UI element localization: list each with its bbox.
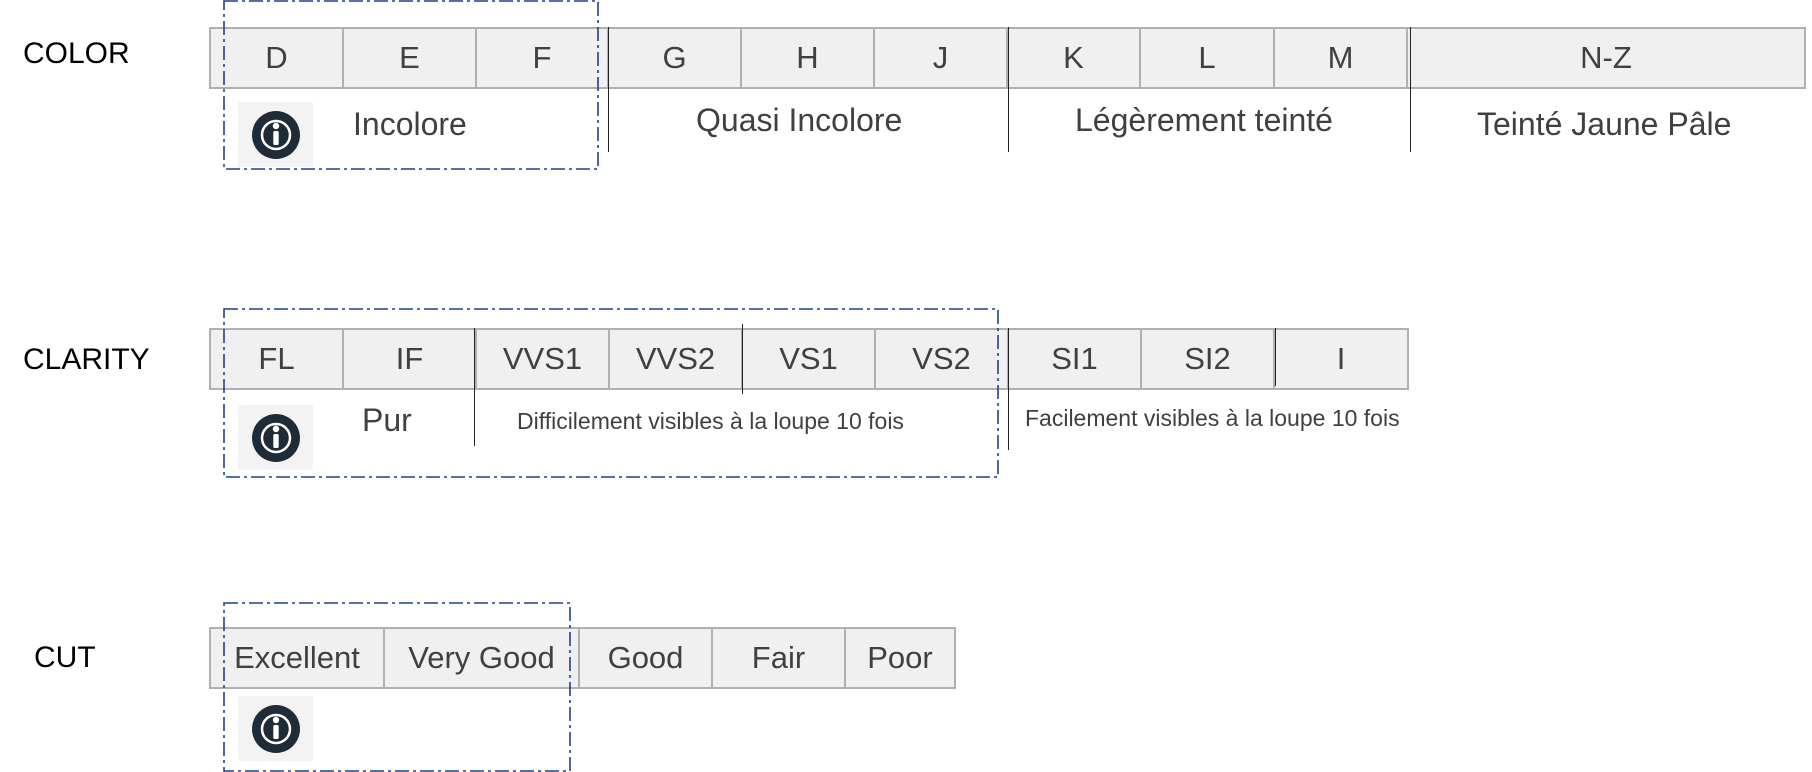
clarity-grade-si2: SI2 (1140, 328, 1275, 390)
clarity-grade-vs1: VS1 (741, 328, 876, 390)
color-row-label: COLOR (23, 37, 130, 70)
clarity-grade-fl: FL (209, 328, 344, 390)
clarity-divider-2 (742, 324, 743, 394)
cut-row-label: CUT (34, 641, 96, 674)
cut-grade-poor: Poor (844, 627, 956, 689)
cut-grade-good: Good (578, 627, 713, 689)
clarity-grade-i: I (1273, 328, 1409, 390)
color-divider-2 (1008, 27, 1009, 152)
color-grade-m: M (1273, 27, 1408, 89)
color-info-badge (238, 102, 313, 167)
color-divider-1 (608, 27, 609, 152)
cut-grade-very-good: Very Good (383, 627, 580, 689)
color-group-incolore: Incolore (353, 106, 467, 142)
clarity-divider-4 (1275, 328, 1276, 386)
clarity-divider-3 (1008, 328, 1009, 450)
color-grade-n-z: N-Z (1406, 27, 1806, 89)
info-person-icon (251, 704, 300, 753)
clarity-group-difficilement: Difficilement visibles à la loupe 10 foi… (517, 408, 904, 434)
cut-scale: Excellent Very Good Good Fair Poor (209, 627, 956, 689)
color-grade-f: F (475, 27, 609, 89)
color-grade-l: L (1139, 27, 1275, 89)
clarity-group-pur: Pur (362, 402, 412, 438)
color-grade-d: D (209, 27, 344, 89)
color-divider-3 (1410, 27, 1411, 152)
color-grade-e: E (342, 27, 477, 89)
clarity-grade-vvs1: VVS1 (475, 328, 610, 390)
color-scale: D E F G H J K L M N-Z (209, 27, 1806, 89)
info-person-icon (251, 110, 300, 159)
clarity-grade-si1: SI1 (1007, 328, 1142, 390)
clarity-row-label: CLARITY (23, 343, 150, 376)
color-grade-g: G (607, 27, 742, 89)
color-grade-h: H (740, 27, 875, 89)
clarity-divider-1 (474, 328, 475, 446)
clarity-grade-vs2: VS2 (874, 328, 1009, 390)
color-grade-k: K (1006, 27, 1141, 89)
cut-grade-fair: Fair (711, 627, 846, 689)
clarity-highlight-box (223, 308, 999, 478)
cut-highlight-box (223, 602, 571, 772)
color-group-teinte-jaune-pale: Teinté Jaune Pâle (1477, 106, 1732, 142)
color-group-legerement-teinte: Légèrement teinté (1075, 102, 1333, 138)
cut-info-badge (238, 696, 313, 761)
color-highlight-box (223, 0, 599, 170)
color-group-quasi-incolore: Quasi Incolore (696, 102, 903, 138)
info-person-icon (251, 413, 300, 462)
clarity-info-badge (238, 405, 313, 470)
clarity-grade-if: IF (342, 328, 477, 390)
clarity-grade-vvs2: VVS2 (608, 328, 743, 390)
color-grade-j: J (873, 27, 1008, 89)
clarity-group-facilement: Facilement visibles à la loupe 10 fois (1025, 405, 1400, 431)
